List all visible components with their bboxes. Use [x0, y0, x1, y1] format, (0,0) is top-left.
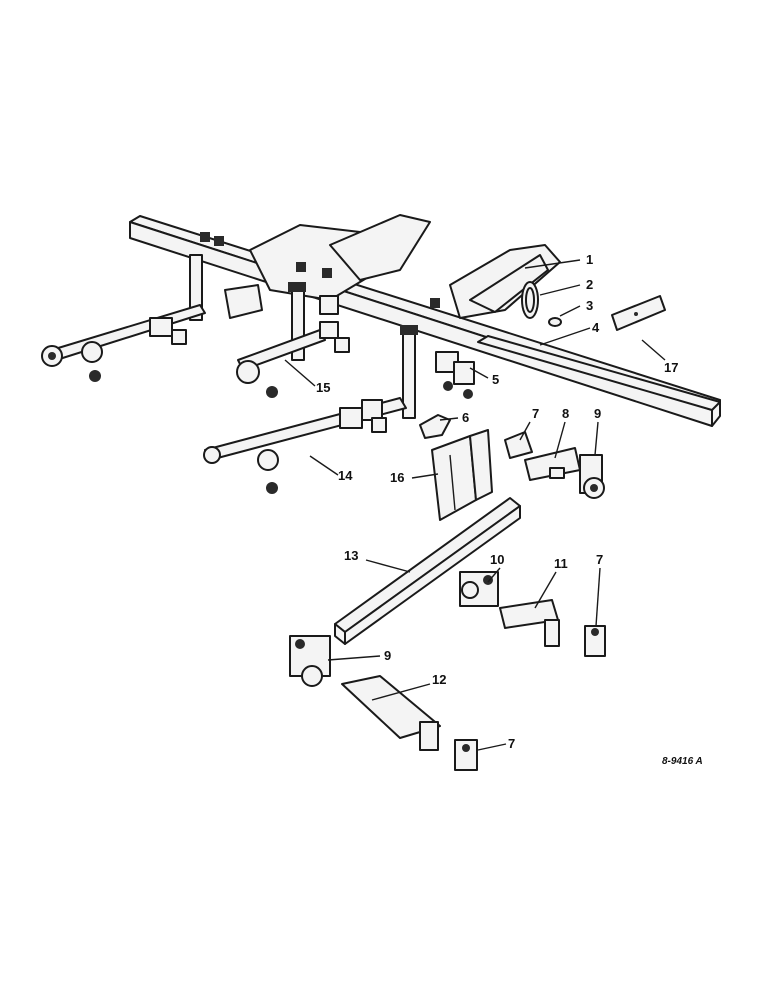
callout-11: 11: [554, 556, 568, 571]
callout-9a: 9: [594, 406, 601, 421]
callout-14: 14: [338, 468, 353, 483]
callout-1: 1: [586, 252, 593, 267]
callout-4: 4: [592, 320, 600, 335]
callout-7b: 7: [596, 552, 603, 567]
nut-item: [548, 317, 562, 327]
callout-6: 6: [462, 410, 469, 425]
clamp-half-item-7a: [504, 431, 533, 459]
callout-13: 13: [344, 548, 358, 563]
tool-bar-item-13: [334, 497, 521, 645]
tool-bar-item-4: [477, 335, 721, 411]
callout-9b: 9: [384, 648, 391, 663]
plate-item-17: [611, 295, 666, 331]
clip-item-6: [419, 414, 451, 439]
callout-2: 2: [586, 277, 593, 292]
bracket-item-16: [431, 429, 493, 521]
callout-17: 17: [664, 360, 678, 375]
extension-item-8: [524, 447, 581, 481]
callout-7a: 7: [532, 406, 539, 421]
leader-lines: [284, 259, 666, 751]
callout-labels: 1 2 3 4 5 6 7 8 9 10 11 7 12 7 9 13 14 1…: [316, 252, 678, 751]
extension-item-11: [499, 599, 560, 647]
clamp-assembly: [435, 351, 475, 399]
callout-12: 12: [432, 672, 446, 687]
clamp-item-9b: [289, 635, 331, 687]
clamp-half-item-7c: [454, 739, 478, 771]
callout-15: 15: [316, 380, 330, 395]
frame-bracket-upper: [200, 214, 561, 319]
tool-bar-item-15: [236, 295, 350, 398]
clamp-half-item-7b: [584, 625, 606, 657]
callout-16: 16: [390, 470, 404, 485]
tool-bar-item-14: [203, 397, 407, 494]
strap-item: [521, 281, 539, 319]
extension-item-12: [341, 675, 441, 751]
callout-7c: 7: [508, 736, 515, 751]
callout-10: 10: [490, 552, 504, 567]
clamp-item-9a: [579, 454, 605, 499]
drawing-code: 8-9416 A: [662, 756, 703, 767]
callout-8: 8: [562, 406, 569, 421]
callout-5: 5: [492, 372, 499, 387]
rear-tool-bar-left: [41, 284, 263, 382]
callout-3: 3: [586, 298, 593, 313]
